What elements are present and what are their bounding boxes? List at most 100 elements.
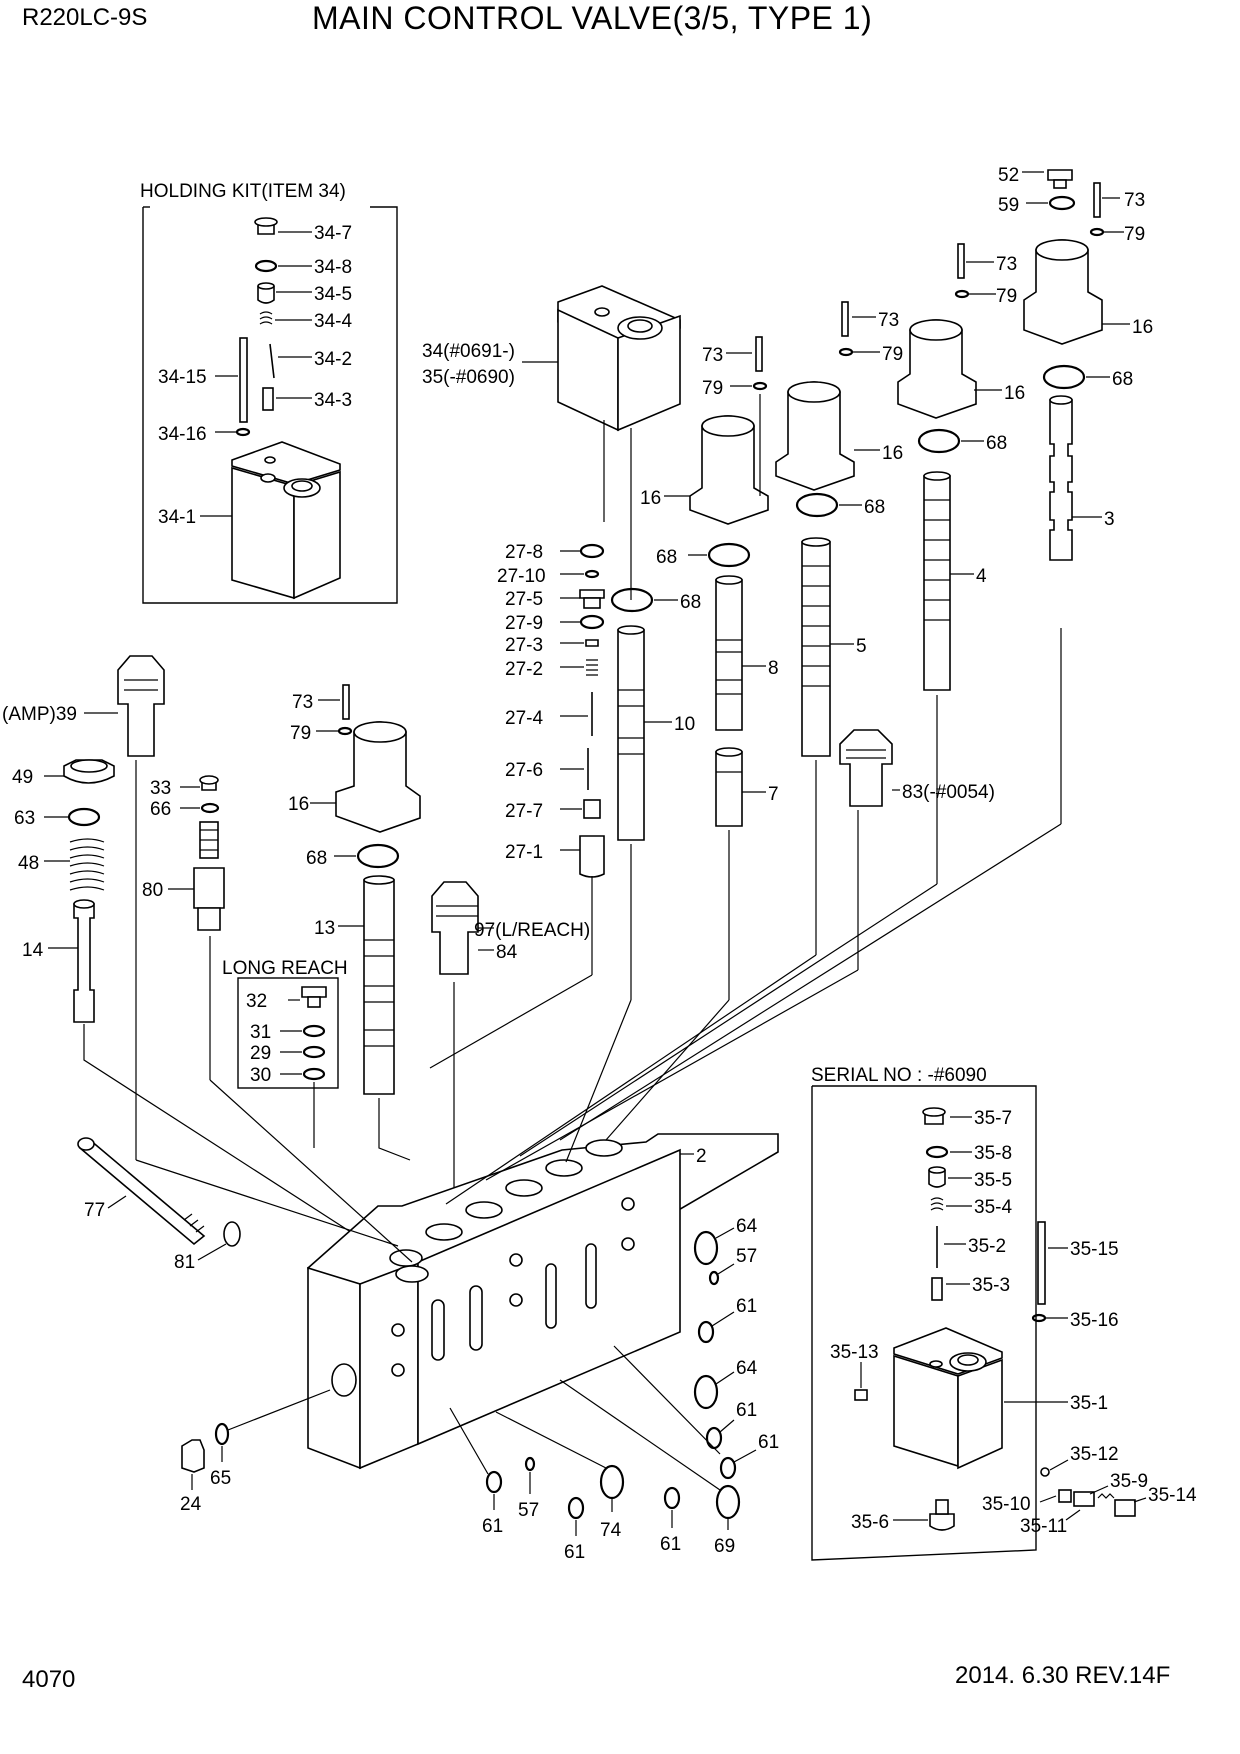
callout-35-8: 35-8 [974, 1143, 1012, 1164]
callout-7: 7 [768, 784, 779, 805]
callout-73-d: 73 [702, 345, 723, 366]
callout-8: 8 [768, 658, 779, 679]
callout-73-c: 73 [878, 310, 899, 331]
callout-74: 74 [600, 1520, 622, 1541]
callout-35-6: 35-6 [851, 1512, 889, 1533]
callout-73-b: 73 [996, 254, 1017, 275]
callout-16-c: 16 [882, 443, 903, 464]
callout-5: 5 [856, 636, 867, 657]
callout-34-a: 34(#0691-) [422, 341, 515, 362]
callout-35-10: 35-10 [982, 1494, 1031, 1515]
callout-61-d: 61 [660, 1534, 681, 1555]
callout-10: 10 [674, 714, 695, 735]
main-valve-body: 2 77 81 24 65 64 57 61 64 61 61 69 61 74 [77, 1133, 779, 1563]
callout-68-a: 68 [1112, 369, 1133, 390]
callout-49: 49 [12, 767, 33, 788]
long-reach-box: LONG REACH 32 31 29 30 [222, 958, 348, 1089]
long-reach-label: LONG REACH [222, 958, 348, 979]
callout-34-1: 34-1 [158, 507, 196, 528]
callout-79-e: 79 [290, 723, 311, 744]
callout-29: 29 [250, 1043, 271, 1064]
callout-35-7: 35-7 [974, 1108, 1012, 1129]
callout-57-b: 57 [518, 1500, 539, 1521]
callout-35-5: 35-5 [974, 1170, 1012, 1191]
callout-27-3: 27-3 [505, 635, 543, 656]
callout-81: 81 [174, 1252, 195, 1273]
callout-16-e: 16 [288, 794, 309, 815]
callout-27-6: 27-6 [505, 760, 543, 781]
callout-34-16: 34-16 [158, 424, 207, 445]
callout-83: 83(-#0054) [902, 782, 995, 803]
callout-24: 24 [180, 1494, 202, 1515]
callout-79-d: 79 [702, 378, 723, 399]
callout-27-2: 27-2 [505, 659, 543, 680]
callout-61-a: 61 [736, 1296, 757, 1317]
page-number: 4070 [22, 1666, 76, 1693]
callout-57-a: 57 [736, 1246, 757, 1267]
callout-34-15: 34-15 [158, 367, 207, 388]
callout-33: 33 [150, 778, 171, 799]
callout-61-e: 61 [564, 1542, 585, 1563]
callout-30: 30 [250, 1065, 271, 1086]
callout-65: 65 [210, 1468, 231, 1489]
solenoid-group: 52 59 73 79 16 68 3 73 79 16 68 4 73 79 [610, 165, 1153, 1000]
callout-32: 32 [246, 991, 267, 1012]
callout-66: 66 [150, 799, 171, 820]
callout-34-8: 34-8 [314, 257, 352, 278]
callout-27-9: 27-9 [505, 613, 543, 634]
callout-35-16: 35-16 [1070, 1310, 1119, 1331]
holding-kit-label: HOLDING KIT(ITEM 34) [140, 181, 346, 202]
revision-date: 2014. 6.30 REV.14F [955, 1662, 1171, 1689]
callout-27-8: 27-8 [505, 542, 543, 563]
callout-35-11: 35-11 [1020, 1516, 1067, 1537]
serial-box: SERIAL NO : -#6090 35-7 35-8 35-5 35-4 3… [811, 1065, 1197, 1561]
callout-27-5: 27-5 [505, 589, 543, 610]
callout-27-10: 27-10 [497, 566, 546, 587]
callout-73-a: 73 [1124, 190, 1145, 211]
left-parts: (AMP)39 49 63 48 14 33 66 80 73 79 [2, 655, 590, 1239]
part-27-stack: 27-8 27-10 27-5 27-9 27-3 27-2 27-4 27-6… [497, 542, 605, 975]
page-title: MAIN CONTROL VALVE(3/5, TYPE 1) [312, 0, 873, 36]
callout-69: 69 [714, 1536, 735, 1557]
callout-39: (AMP)39 [2, 704, 77, 725]
callout-13: 13 [314, 918, 335, 939]
callout-31: 31 [250, 1022, 271, 1043]
callout-27-7: 27-7 [505, 801, 543, 822]
callout-59: 59 [998, 195, 1019, 216]
assembly-lines [135, 823, 1062, 1263]
callout-68-f: 68 [306, 848, 327, 869]
callout-80: 80 [142, 880, 163, 901]
holding-valve-block: 34(#0691-) 35(-#0690) [422, 285, 681, 600]
callout-35-2: 35-2 [968, 1236, 1006, 1257]
callout-64-a: 64 [736, 1216, 758, 1237]
callout-79-b: 79 [996, 286, 1017, 307]
callout-16-b: 16 [1004, 383, 1025, 404]
callout-68-c: 68 [864, 497, 885, 518]
callout-77: 77 [84, 1200, 105, 1221]
callout-73-e: 73 [292, 692, 313, 713]
callout-97: 97(L/REACH) [474, 920, 590, 941]
serial-label: SERIAL NO : -#6090 [811, 1065, 987, 1086]
callout-84: 84 [496, 942, 518, 963]
callout-34-7: 34-7 [314, 223, 352, 244]
callout-61-b: 61 [736, 1400, 757, 1421]
callout-4: 4 [976, 566, 987, 587]
callout-52: 52 [998, 165, 1019, 186]
callout-35-1: 35-1 [1070, 1393, 1108, 1414]
callout-63: 63 [14, 808, 35, 829]
callout-68-e: 68 [680, 592, 701, 613]
callout-79-c: 79 [882, 344, 903, 365]
callout-34-4: 34-4 [314, 311, 352, 332]
callout-61-f: 61 [482, 1516, 503, 1537]
callout-2: 2 [696, 1146, 707, 1167]
callout-64-b: 64 [736, 1358, 758, 1379]
callout-35-12: 35-12 [1070, 1444, 1119, 1465]
callout-35-3: 35-3 [972, 1275, 1010, 1296]
callout-79-a: 79 [1124, 224, 1145, 245]
callout-35-13: 35-13 [830, 1342, 879, 1363]
callout-34-2: 34-2 [314, 349, 352, 370]
holding-kit-box: HOLDING KIT(ITEM 34) 34-7 34-8 34-5 34-4… [140, 181, 398, 604]
callout-34-3: 34-3 [314, 390, 352, 411]
callout-3: 3 [1104, 509, 1115, 530]
